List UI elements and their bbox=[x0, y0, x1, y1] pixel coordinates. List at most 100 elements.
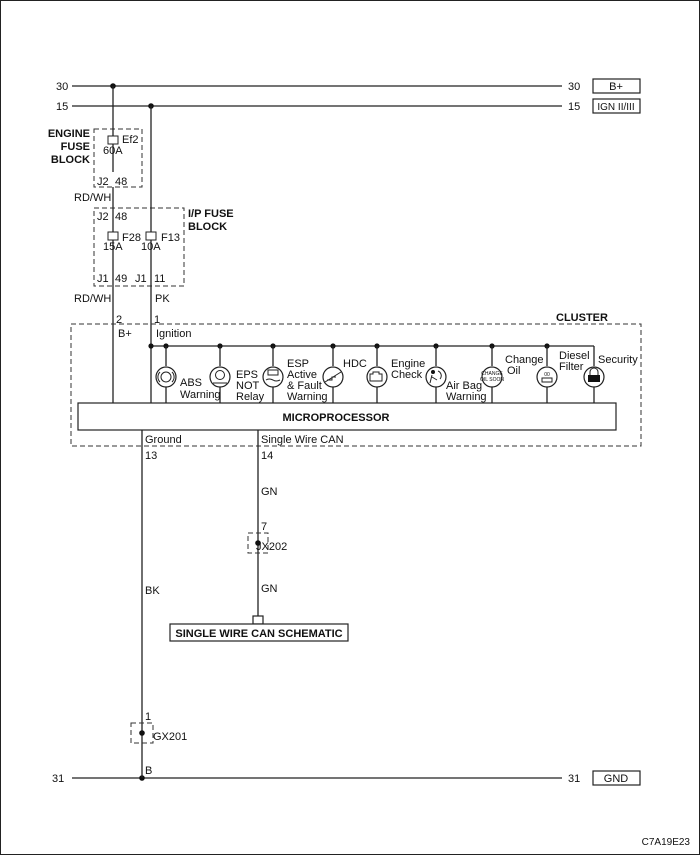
wire-gn-2: GN bbox=[261, 583, 278, 595]
cluster-pin-ign-label: Ignition bbox=[156, 328, 191, 340]
jx202-name: JX202 bbox=[256, 541, 287, 553]
can-schematic-ref-box[interactable] bbox=[169, 623, 349, 642]
indicator-engine-l2: Check bbox=[391, 369, 423, 381]
wire-pk: PK bbox=[155, 293, 170, 305]
indicator-airbag: Air Bag Warning bbox=[425, 343, 487, 403]
rail-31-box bbox=[592, 770, 641, 786]
indicator-esp-l4: Warning bbox=[287, 391, 328, 403]
indicator-oil: CHANGE OIL SOON Change Oil bbox=[480, 343, 544, 403]
engine-fuse-pin-conn: J2 bbox=[97, 176, 109, 188]
indicator-eps-l2: NOT bbox=[236, 380, 260, 392]
indicator-airbag-l2: Warning bbox=[446, 391, 487, 403]
indicator-esp-l2: Active bbox=[287, 369, 317, 381]
indicator-engine: Engine Check bbox=[366, 343, 425, 403]
jx202-pin: 7 bbox=[261, 521, 267, 533]
rail-31: 31 31 GND bbox=[52, 770, 641, 786]
rail-30-box bbox=[592, 78, 641, 94]
change-oil-icon-text-1: CHANGE bbox=[481, 371, 503, 377]
indicator-abs-l2: Warning bbox=[180, 389, 221, 401]
microprocessor-label: MICROPROCESSOR bbox=[283, 412, 390, 424]
microprocessor-box bbox=[77, 402, 617, 431]
can-schematic-ref-label[interactable]: SINGLE WIRE CAN SCHEMATIC bbox=[175, 628, 342, 640]
fuse-f13-id: F13 bbox=[161, 232, 180, 244]
fuse-ef2-id: Ef2 bbox=[122, 134, 139, 146]
indicator-hdc-l1: HDC bbox=[343, 358, 367, 370]
gx201-name: GX201 bbox=[153, 731, 187, 743]
engine-fuse-block-title-1: ENGINE bbox=[48, 128, 90, 140]
cluster-ground-pin: 13 bbox=[145, 450, 157, 462]
rail-15-right-label: 15 bbox=[568, 101, 580, 113]
indicator-diesel-l2: Filter bbox=[559, 361, 584, 373]
ground-wiring: BK 1 GX201 B bbox=[130, 430, 187, 778]
ip-fuse-pin2-conn: J1 bbox=[135, 273, 147, 285]
indicator-abs-l1: ABS bbox=[180, 377, 202, 389]
rail-31-box-label: GND bbox=[604, 773, 629, 785]
ip-fuse-block-title-2: BLOCK bbox=[188, 221, 227, 233]
fuse-f13-symbol bbox=[145, 231, 157, 241]
cluster-can-pin: 14 bbox=[261, 450, 273, 462]
rail-15: 15 15 IGN II/III bbox=[56, 98, 641, 114]
wire-rdwh-2: RD/WH bbox=[74, 293, 111, 305]
wire-gn-1: GN bbox=[261, 486, 278, 498]
engine-fuse-pin-num: 48 bbox=[115, 176, 127, 188]
gx201-splice-dot bbox=[139, 730, 145, 736]
ip-fuse-top-conn: J2 bbox=[97, 211, 109, 223]
rail-15-left-label: 15 bbox=[56, 101, 68, 113]
airbag-warning-icon bbox=[425, 366, 447, 388]
wire-b: B bbox=[145, 765, 152, 777]
jx202-splice-box bbox=[247, 532, 269, 554]
ip-fuse-pin1-conn: J1 bbox=[97, 273, 109, 285]
ip-fuse-block-title-1: I/P FUSE bbox=[188, 208, 234, 220]
gx201-pin: 1 bbox=[145, 711, 151, 723]
abs-warning-icon bbox=[155, 366, 177, 388]
indicator-esp: ESP Active & Fault Warning bbox=[262, 343, 328, 403]
indicator-eps: EPS NOT Relay bbox=[209, 343, 265, 403]
indicator-oil-l1: Change bbox=[505, 354, 544, 366]
rail-31-left-label: 31 bbox=[52, 773, 64, 785]
fuse-ef2-rating: 60A bbox=[103, 145, 123, 157]
ip-fuse-block: I/P FUSE BLOCK J2 48 F28 15A F13 10A J1 … bbox=[93, 106, 234, 287]
ip-fuse-pin1-num: 49 bbox=[115, 273, 127, 285]
indicator-airbag-l1: Air Bag bbox=[446, 380, 482, 392]
indicator-security: Security bbox=[583, 346, 638, 403]
fuse-f28-rating: 15A bbox=[103, 241, 123, 253]
wire-bk: BK bbox=[145, 585, 160, 597]
fuse-ef2-symbol bbox=[107, 135, 119, 145]
engine-fuse-block: ENGINE FUSE BLOCK Ef2 60A J2 48 bbox=[48, 86, 143, 188]
rail-15-box-label: IGN II/III bbox=[597, 102, 634, 113]
indicator-esp-l3: & Fault bbox=[287, 380, 322, 392]
rail-30-right-label: 30 bbox=[568, 81, 580, 93]
indicator-diesel: 00 Diesel Filter bbox=[536, 343, 590, 403]
jx202-splice-dot bbox=[255, 540, 261, 546]
rail-15-box bbox=[592, 98, 641, 114]
gx201-splice-box bbox=[130, 722, 154, 744]
change-oil-icon-text-2: OIL SOON bbox=[480, 377, 504, 383]
figure-code: C7A19E23 bbox=[642, 837, 691, 848]
rail-30: 30 30 B+ bbox=[56, 78, 641, 94]
indicator-security-l1: Security bbox=[598, 354, 638, 366]
indicator-eps-l3: Relay bbox=[236, 391, 265, 403]
fuse-f13-rating: 10A bbox=[141, 241, 161, 253]
wire-rdwh-1: RD/WH bbox=[74, 192, 111, 204]
rail-30-left-label: 30 bbox=[56, 81, 68, 93]
can-wiring: GN 7 JX202 GN SINGLE WIRE CAN SCHEMATIC bbox=[169, 430, 349, 642]
diesel-filter-icon-text: 00 bbox=[544, 372, 550, 378]
rail-30-box-label: B+ bbox=[609, 81, 623, 93]
indicator-oil-l2: Oil bbox=[507, 365, 520, 377]
indicator-abs: ABS Warning bbox=[155, 343, 221, 403]
engine-fuse-block-title-3: BLOCK bbox=[51, 154, 90, 166]
ip-fuse-pin2-num: 11 bbox=[154, 273, 165, 285]
cluster-title: CLUSTER bbox=[556, 312, 608, 324]
fuse-f28-symbol bbox=[107, 231, 119, 241]
fuse-f28-id: F28 bbox=[122, 232, 141, 244]
indicator-diesel-l1: Diesel bbox=[559, 350, 590, 362]
rail-31-right-label: 31 bbox=[568, 773, 580, 785]
cluster-ground-label: Ground bbox=[145, 434, 182, 446]
cluster-can-label: Single Wire CAN bbox=[261, 434, 344, 446]
cluster: CLUSTER 2 B+ 1 Ignition MICROPROCESSOR G… bbox=[70, 312, 642, 462]
indicator-esp-l1: ESP bbox=[287, 358, 309, 370]
cluster-pin-ign-num: 1 bbox=[154, 314, 160, 326]
engine-fuse-block-title-2: FUSE bbox=[61, 141, 90, 153]
indicator-eps-l1: EPS bbox=[236, 369, 258, 381]
